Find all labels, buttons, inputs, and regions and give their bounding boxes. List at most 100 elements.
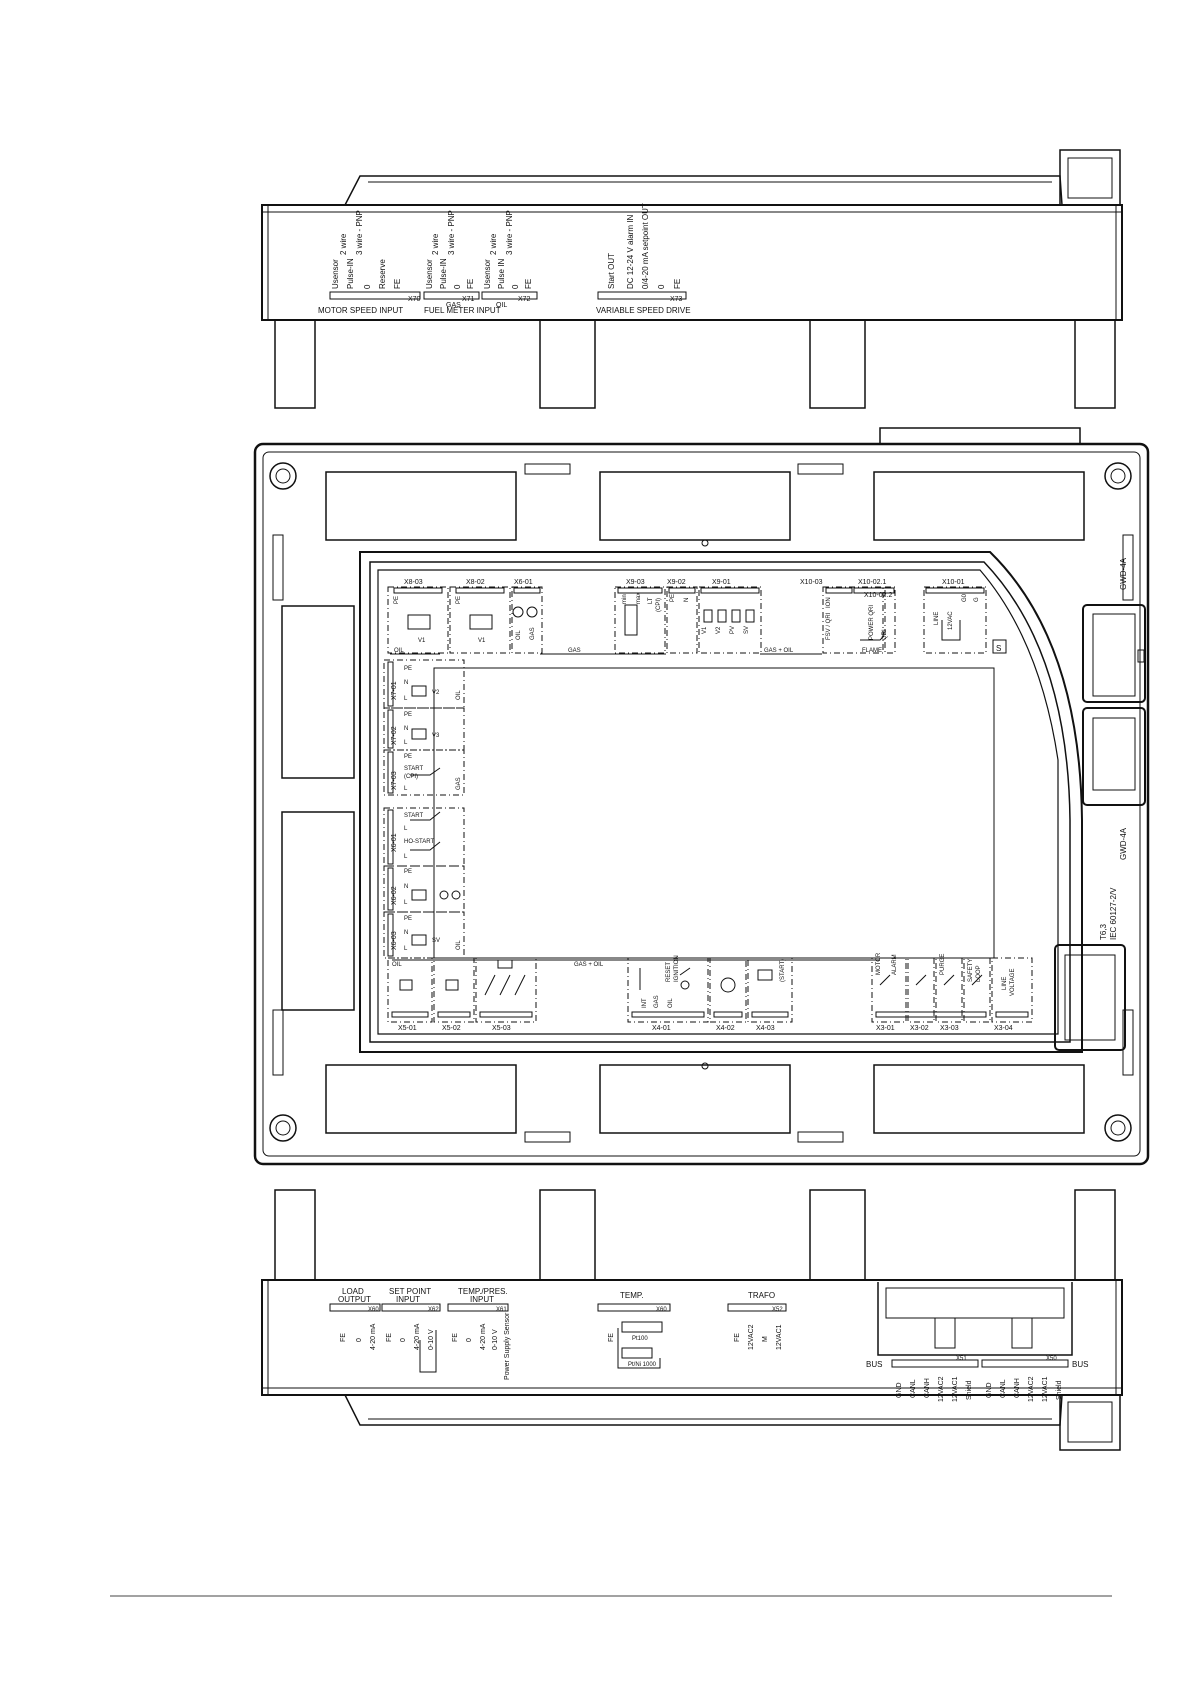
motor-pin-4: Reserve bbox=[378, 259, 387, 289]
label-l-703: L bbox=[404, 786, 408, 792]
oil-pin-2: Pulse IN bbox=[497, 259, 506, 289]
bus-right-label: BUS bbox=[1072, 1360, 1088, 1369]
motor-terminal: X70 bbox=[408, 296, 421, 303]
label-oil-v: OIL bbox=[516, 630, 522, 640]
label-cpi-top: (CPI) bbox=[656, 598, 662, 612]
label-sv-top: SV bbox=[744, 626, 750, 634]
load-output-terminal: X60 bbox=[368, 1307, 379, 1313]
middle-panel bbox=[253, 427, 1150, 1166]
bottom-row-labels: X5-01 X5-02 X5-03 X4-01 X4-02 X4-03 X3-0… bbox=[392, 952, 1016, 1032]
bus-r-gnd: GND bbox=[986, 1382, 993, 1398]
label-x603: X6-03 bbox=[391, 931, 398, 950]
oil-label: OIL bbox=[496, 302, 507, 309]
label-x702: X7-02 bbox=[391, 726, 398, 745]
trafo-title: TRAFO bbox=[748, 1291, 775, 1300]
set-pin-fe: FE bbox=[386, 1333, 393, 1342]
label-pe-701: PE bbox=[404, 666, 412, 672]
motor-pin-5: FE bbox=[393, 279, 402, 289]
label-voltage: VOLTAGE bbox=[1010, 969, 1016, 996]
label-l-701: L bbox=[404, 696, 408, 702]
temp-terminal: X60 bbox=[656, 1307, 667, 1313]
bus-l-canh: CANH bbox=[924, 1378, 931, 1398]
label-v1-802: V1 bbox=[478, 638, 486, 644]
temp-pin-fe: FE bbox=[608, 1333, 615, 1342]
label-v1-803: V1 bbox=[418, 638, 426, 644]
load-pin-4-20: 4-20 mA bbox=[370, 1323, 377, 1350]
bus-left-label: BUS bbox=[866, 1360, 882, 1369]
bottom-panel bbox=[261, 1189, 1123, 1451]
vsd-group: Start OUT DC 12-24 V alarm IN 0/4-20 mA … bbox=[596, 203, 691, 315]
label-v3-left: V3 bbox=[432, 733, 440, 739]
bus-terminal-right: X50 bbox=[1046, 1356, 1057, 1362]
bus-terminal-left: X51 bbox=[956, 1356, 967, 1362]
label-12vac: 12VAC bbox=[948, 611, 954, 630]
vsd-pin-4: 0 bbox=[657, 284, 666, 289]
label-n-902: N bbox=[684, 598, 690, 602]
tp-pin-4-20: 4-20 mA bbox=[480, 1323, 487, 1350]
load-output-title-2: OUTPUT bbox=[338, 1295, 371, 1304]
label-hostart: HO-START bbox=[404, 839, 434, 845]
label-l-702: L bbox=[404, 740, 408, 746]
label-n-702: N bbox=[404, 726, 408, 732]
label-x901: X9-01 bbox=[712, 579, 731, 586]
tp-pin-0-10: 0-10 V bbox=[492, 1329, 499, 1350]
load-output-title-1: LOAD bbox=[342, 1287, 364, 1296]
label-gas-v: GAS bbox=[530, 627, 536, 640]
label-power-qri: POWER QRI bbox=[869, 605, 875, 640]
bus-r-shield: Shield bbox=[1056, 1380, 1063, 1400]
trafo-pin-12vac1: 12VAC1 bbox=[776, 1324, 783, 1350]
oil-pin-3: 0 bbox=[511, 284, 520, 289]
label-pe-802: PE bbox=[456, 596, 462, 604]
set-point-terminal: X62 bbox=[428, 1307, 439, 1313]
temp-pres-terminal: X61 bbox=[496, 1307, 507, 1313]
label-ignition: IGNITION bbox=[674, 955, 680, 982]
label-x903: X9-03 bbox=[626, 579, 645, 586]
set-pin-0-10: 0-10 V bbox=[428, 1329, 435, 1350]
label-motor: MOTOR bbox=[876, 952, 882, 975]
oil-note-2wire: 2 wire bbox=[489, 233, 498, 255]
pt100-label: Pt100 bbox=[632, 1336, 648, 1342]
label-x401: X4-01 bbox=[652, 1025, 671, 1032]
top-row-labels: X8-03 X8-02 X6-01 X9-03 X9-02 X9-01 X10-… bbox=[394, 579, 1001, 654]
bus-l-12vac1: 12VAC1 bbox=[952, 1376, 959, 1402]
bus-r-canl: CANL bbox=[1000, 1379, 1007, 1398]
vsd-pin-2: DC 12-24 V alarm IN bbox=[626, 215, 635, 289]
bus-l-12vac2: 12VAC2 bbox=[938, 1376, 945, 1402]
label-x502: X5-02 bbox=[442, 1025, 461, 1032]
label-l-601a: L bbox=[404, 826, 408, 832]
set-pin-4-20: 4-20 mA bbox=[414, 1323, 421, 1350]
label-l-601b: L bbox=[404, 854, 408, 860]
label-x802: X8-02 bbox=[466, 579, 485, 586]
oil-pin-1: Usensor bbox=[483, 259, 492, 289]
label-reset: RESET bbox=[666, 962, 672, 982]
label-s: S bbox=[996, 644, 1001, 653]
fuse-label: T6,3 bbox=[1099, 923, 1108, 940]
label-flame: FLAME bbox=[862, 648, 882, 654]
set-point-title-2: INPUT bbox=[396, 1295, 420, 1304]
label-l-602: L bbox=[404, 900, 408, 906]
top-row-terminals bbox=[387, 586, 1007, 655]
vsd-pin-3: 0/4-20 mA setpoint OUT bbox=[641, 203, 650, 289]
trafo-pin-12vac2: 12VAC2 bbox=[748, 1324, 755, 1350]
oil-note-3wire: 3 wire - PNP bbox=[505, 210, 514, 255]
trafo-pin-fe: FE bbox=[734, 1333, 741, 1342]
vsd-title: VARIABLE SPEED DRIVE bbox=[596, 306, 691, 315]
label-start-601: START bbox=[404, 813, 423, 819]
motor-speed-group: Usensor Pulse-IN 0 Reserve FE 2 wire 3 w… bbox=[318, 210, 421, 315]
label-ion: ION bbox=[826, 597, 832, 608]
tp-pin-0: 0 bbox=[466, 1338, 473, 1342]
label-v1-901: V1 bbox=[702, 626, 708, 634]
gwd-mid-label: GWD-4A bbox=[1119, 827, 1128, 860]
gas-label: GAS bbox=[446, 302, 461, 309]
vsd-terminal: X73 bbox=[670, 296, 683, 303]
label-oil-t: OIL bbox=[668, 998, 674, 1008]
trafo-terminal: X52 bbox=[772, 1307, 783, 1313]
label-oil-603: OIL bbox=[456, 940, 462, 950]
label-x803: X8-03 bbox=[404, 579, 423, 586]
label-x304: X3-04 bbox=[994, 1025, 1013, 1032]
pt1000-label: Pt/Ni 1000 bbox=[628, 1362, 657, 1368]
motor-note-3wire: 3 wire - PNP bbox=[355, 210, 364, 255]
label-x703: X7-03 bbox=[391, 771, 398, 790]
label-x503: X5-03 bbox=[492, 1025, 511, 1032]
